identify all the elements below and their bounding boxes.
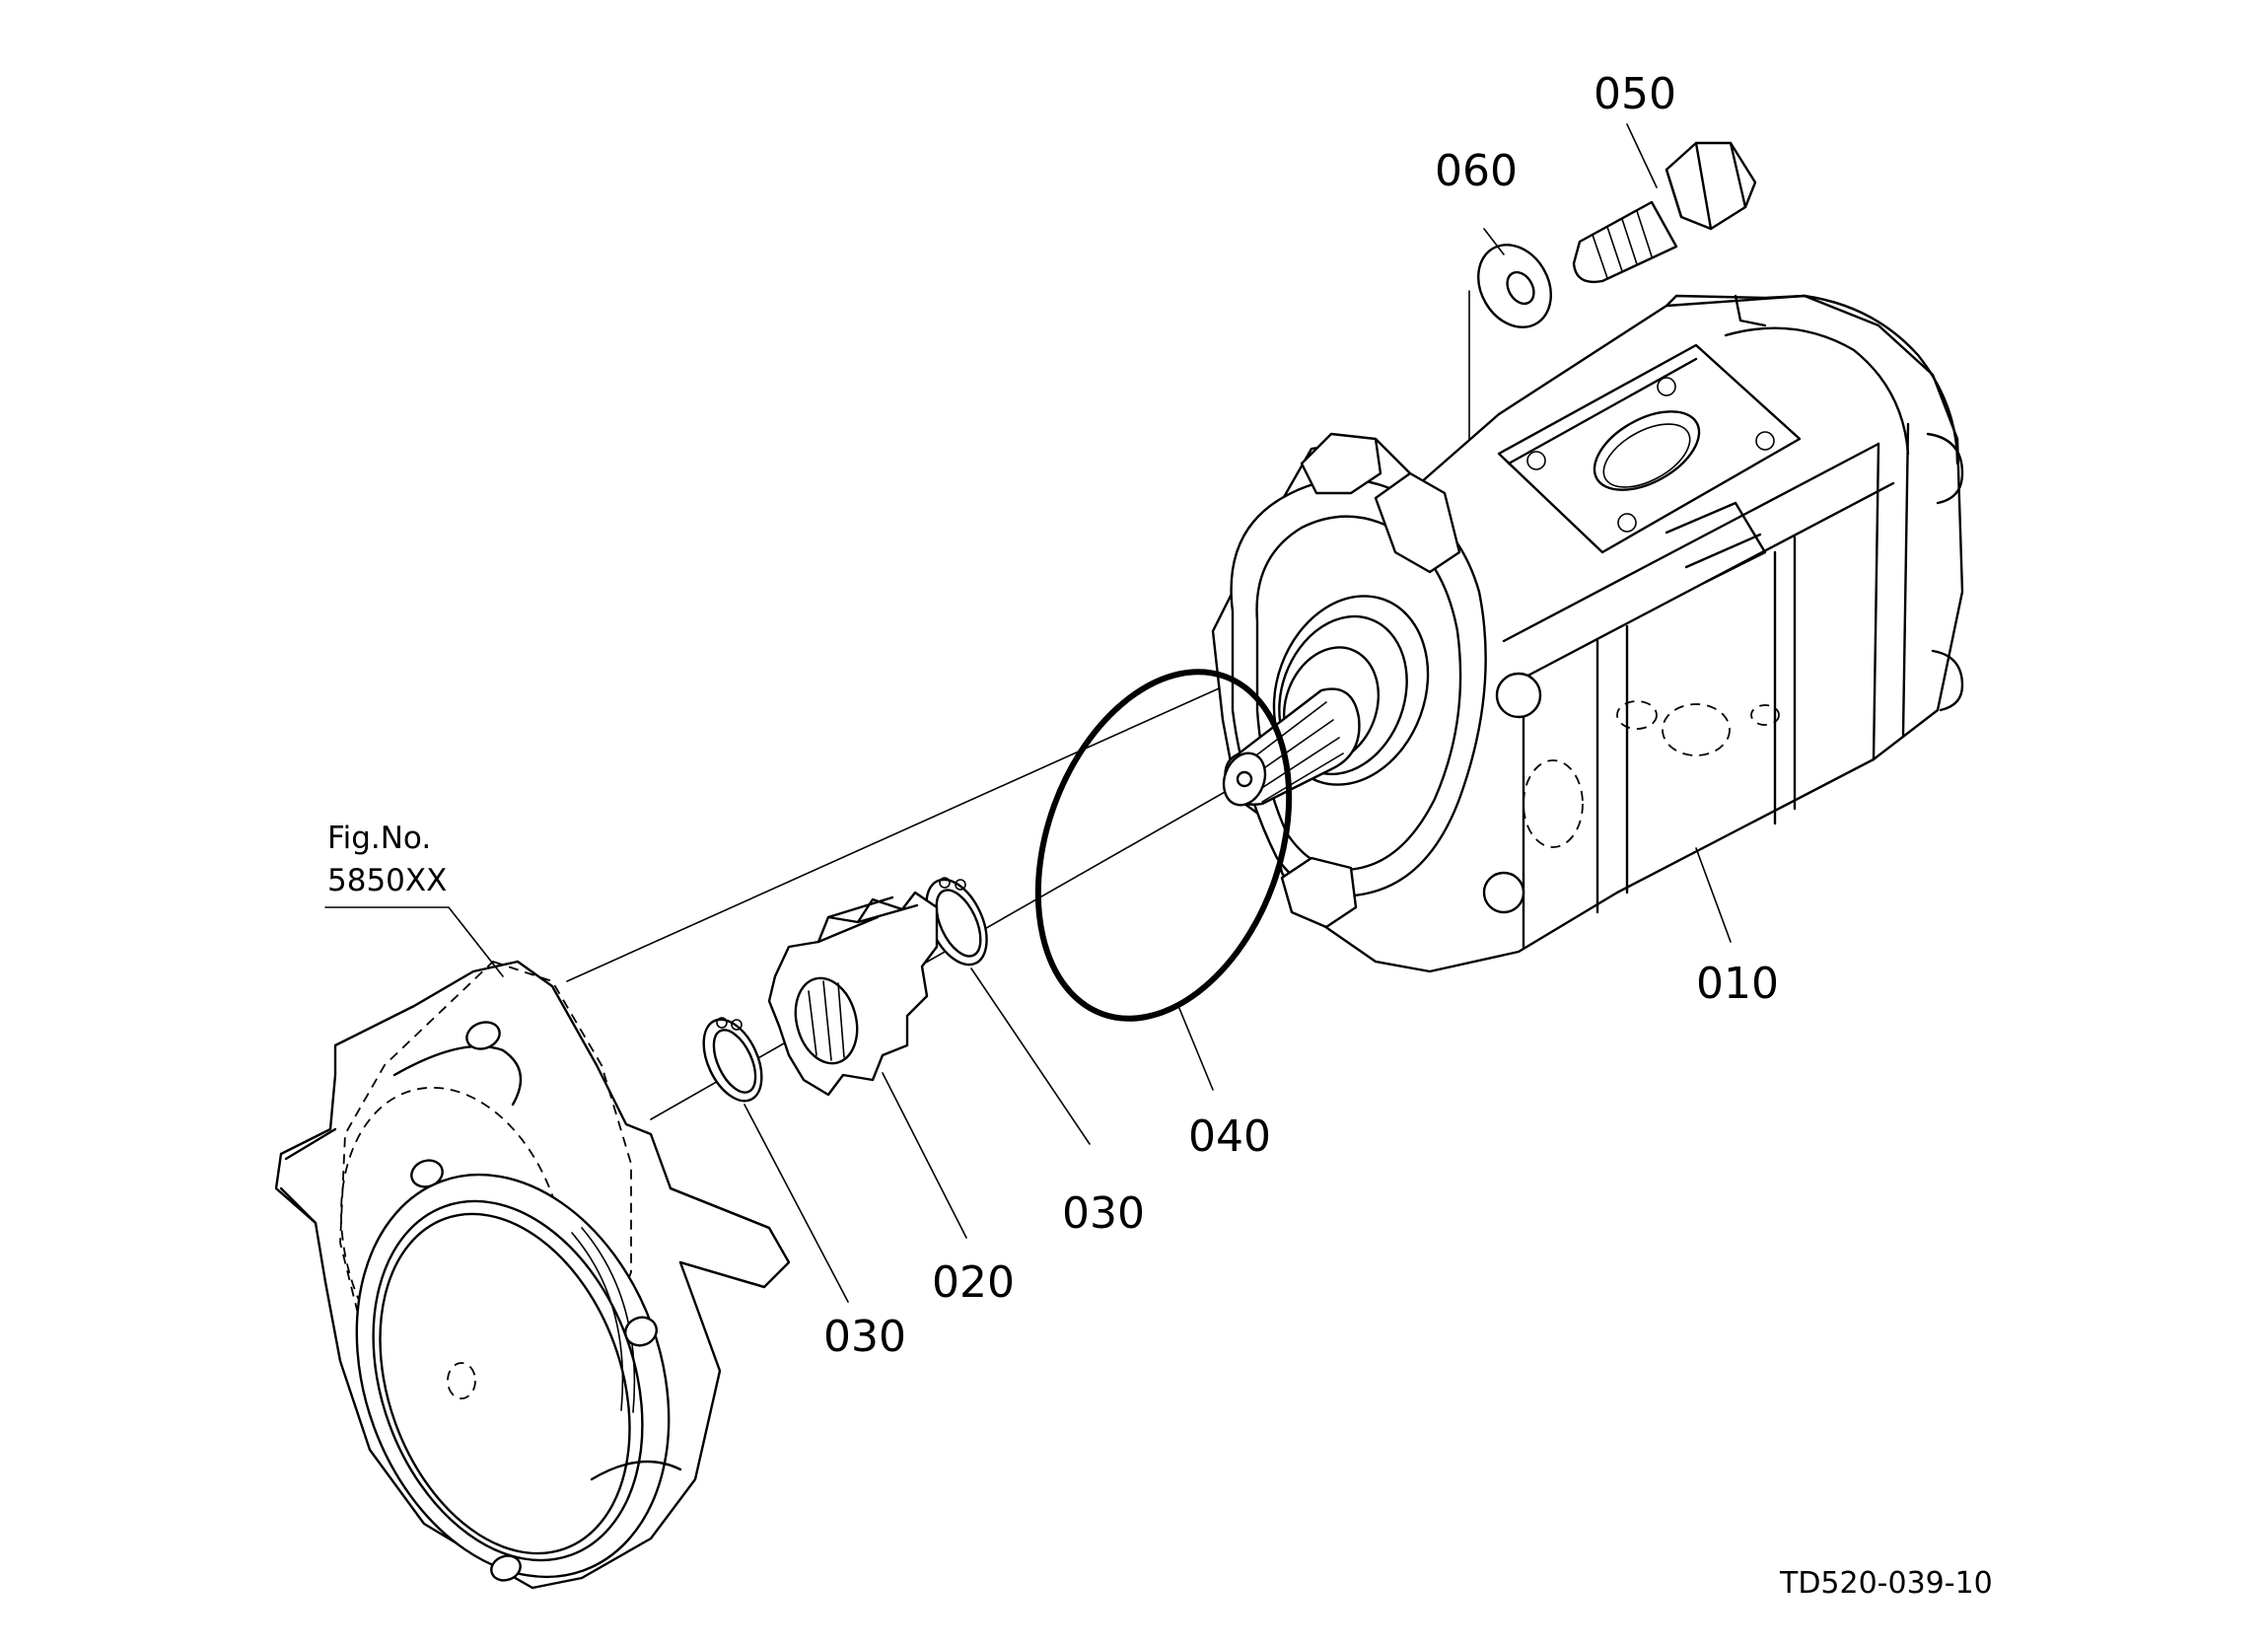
callout-060: 060 <box>1435 146 1518 196</box>
callout-020: 020 <box>932 1257 1015 1308</box>
leader-lines <box>324 123 1732 1303</box>
callout-040: 040 <box>1188 1111 1271 1162</box>
callout-010: 010 <box>1696 959 1779 1009</box>
hydraulic-pump-010 <box>1211 294 1964 973</box>
washer-060 <box>1477 244 1552 328</box>
snap-ring-030-left <box>702 1017 763 1103</box>
callout-030-right: 030 <box>1062 1188 1145 1239</box>
text-labels: 050 060 010 040 030 020 030 Fig.No. 5850… <box>327 69 1993 1601</box>
figure-reference-label: Fig.No. <box>327 821 431 856</box>
bolt-050 <box>1572 141 1757 284</box>
callout-050: 050 <box>1594 69 1676 119</box>
callout-030-left: 030 <box>823 1312 906 1362</box>
snap-ring-030-right <box>925 877 988 967</box>
adapter-housing <box>274 960 791 1590</box>
gear-020 <box>767 891 939 1097</box>
o-ring-040 <box>1034 669 1293 1022</box>
drawing-code: TD520-039-10 <box>1779 1566 1993 1601</box>
figure-reference-number: 5850XX <box>327 863 447 898</box>
